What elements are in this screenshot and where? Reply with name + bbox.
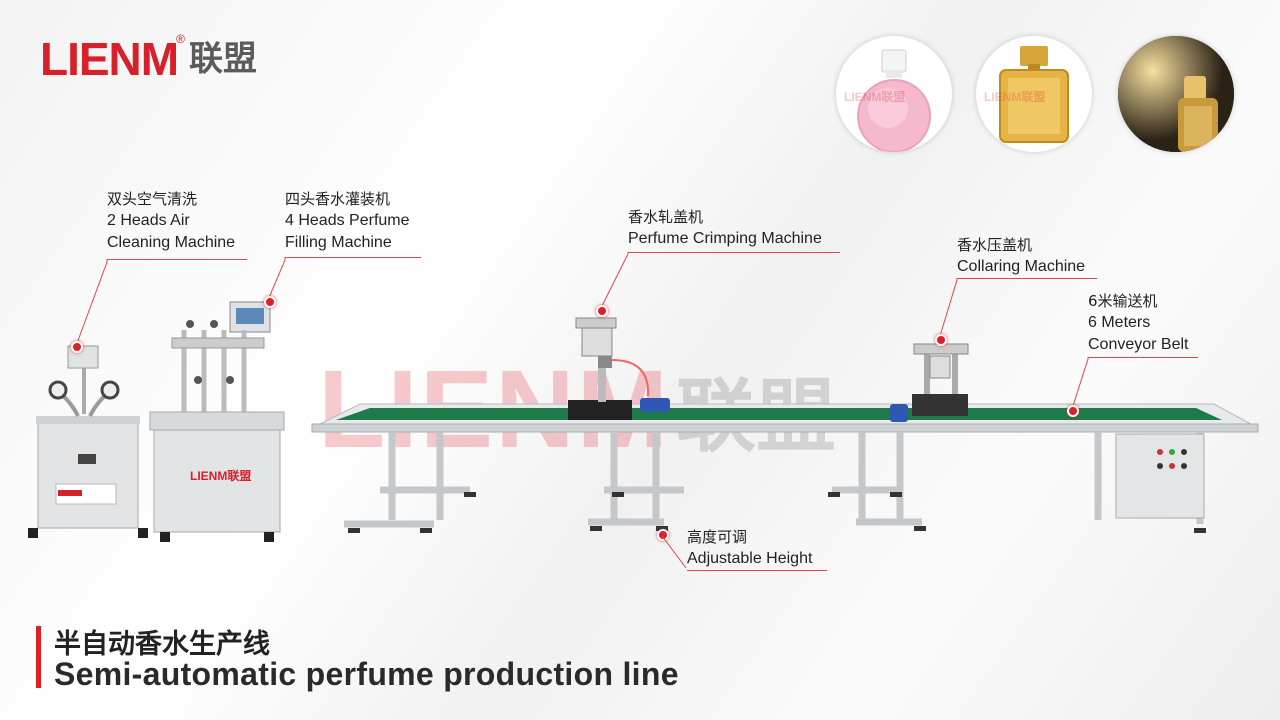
page-title-en: Semi-automatic perfume production line [54,656,679,692]
logo-cjk: 联盟 [188,39,257,79]
product-image-pink-bottle: LIENM联盟 [836,36,952,152]
callout-leader-line [599,252,629,311]
callout-underline [1088,357,1198,358]
logo-registered-mark: ® [176,32,185,46]
product-image-spray [1118,36,1234,152]
filling-machine: LIENM联盟 [149,301,285,542]
callout-air-cleaning: 双头空气清洗 2 Heads Air Cleaning Machine [107,188,235,254]
callout-marker-air-cleaning [71,341,83,353]
callout-underline [628,252,840,253]
callout-underline [957,278,1097,279]
callout-filling: 四头香水灌装机 4 Heads Perfume Filling Machine [285,188,410,254]
callout-leader-line [1071,357,1089,410]
leveling-feet [348,492,1206,533]
production-line-illustration: LIENM联盟 [28,301,1259,542]
callout-conveyor-cn: 6米输送机 [1088,292,1158,310]
callout-underline [107,259,247,260]
callout-marker-collaring [935,334,947,346]
callout-leader-line [939,278,958,337]
conveyor-control-cabinet [1115,433,1205,519]
image-watermark: LIENM联盟 [844,90,906,104]
air-cleaning-machine [28,345,148,538]
callout-air-cleaning-en2: Cleaning Machine [107,234,236,251]
conveyor-legs [344,432,1204,528]
callout-marker-conveyor [1067,405,1079,417]
callout-air-cleaning-cn: 双头空气清洗 [107,190,198,208]
callout-underline [687,570,827,571]
callout-filling-en2: Filling Machine [285,234,392,251]
collaring-machine [890,343,969,422]
foot-pedal [640,398,670,412]
callout-marker-crimping [596,305,608,317]
crimping-machine [568,317,670,420]
callout-marker-filling [264,296,276,308]
callout-air-cleaning-en1: 2 Heads Air [107,212,190,229]
callout-marker-height [657,529,669,541]
callout-filling-cn: 四头香水灌装机 [285,190,391,208]
gold-perfume-bottle-icon [999,46,1069,143]
callout-crimping-cn: 香水轧盖机 [628,208,704,226]
callout-collaring-en1: Collaring Machine [957,258,1086,275]
callout-underline [285,257,421,258]
perfume-spray-icon [1118,36,1234,152]
callout-conveyor-en1: 6 Meters [1088,314,1151,331]
callout-conveyor: 6米输送机 6 Meters Conveyor Belt [1088,290,1189,356]
callout-crimping: 香水轧盖机 Perfume Crimping Machine [628,206,822,250]
title-accent-bar [36,626,41,688]
callout-leader-line [661,535,687,569]
callout-conveyor-en2: Conveyor Belt [1088,336,1189,353]
brand-logo: LIENM ® 联盟 [40,32,257,85]
callout-collaring-cn: 香水压盖机 [957,236,1033,254]
image-watermark: LIENM联盟 [984,90,1046,104]
callout-height-cn: 高度可调 [687,528,748,546]
page-title-cn: 半自动香水生产线 [54,629,270,660]
callout-crimping-en1: Perfume Crimping Machine [628,230,822,247]
callout-collaring: 香水压盖机 Collaring Machine [957,234,1085,278]
product-image-gold-bottle: LIENM联盟 [976,36,1092,152]
callout-height-en1: Adjustable Height [687,550,813,567]
conveyor-belt [336,408,1222,420]
pink-perfume-bottle-icon [857,49,931,152]
callout-filling-en1: 4 Heads Perfume [285,212,410,229]
callout-leader-lines [75,257,286,347]
callout-height: 高度可调 Adjustable Height [687,526,812,570]
logo-latin: LIENM [40,33,179,85]
machine-brand-label: LIENM联盟 [190,469,251,483]
